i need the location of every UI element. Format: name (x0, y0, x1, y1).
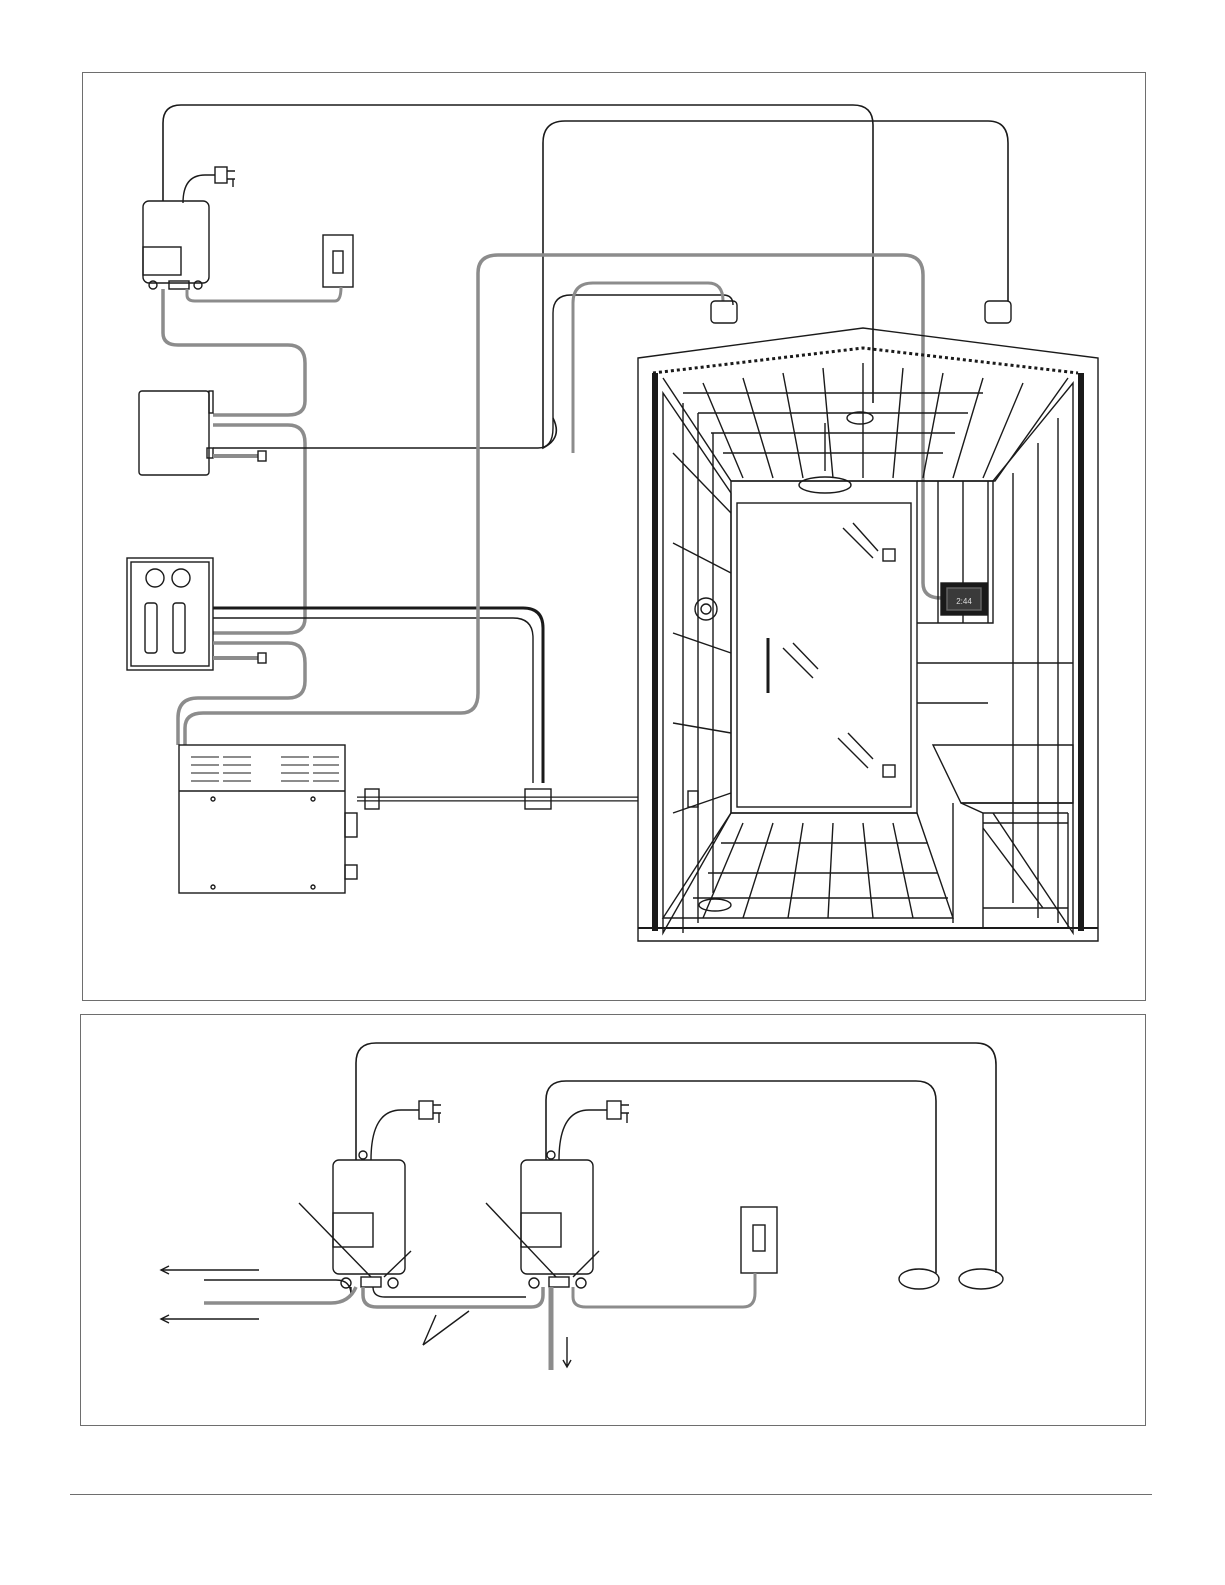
cable-generator-to-display (185, 255, 941, 745)
cable-to-generator (204, 1280, 351, 1295)
system-diagram: 2:44 (83, 73, 1145, 1000)
steam-head-left (899, 1269, 939, 1289)
power-supply-unit (143, 201, 209, 289)
steam-generator (179, 745, 357, 893)
cable-loop-outer (356, 1043, 996, 1273)
plug-icon (559, 1101, 629, 1160)
footer-rule (70, 1494, 1152, 1495)
wall-switch (323, 235, 353, 287)
arrow-down-icon (563, 1337, 571, 1367)
switch-cable (573, 1273, 755, 1307)
bench (933, 745, 1073, 803)
interconnect-cable-2 (373, 1287, 526, 1297)
cable-gray-out (204, 1287, 356, 1303)
floor-drain (699, 899, 731, 911)
plug-icon (371, 1101, 441, 1160)
cable-ps-to-controller (163, 289, 305, 415)
switch-cable (187, 287, 341, 301)
steam-head-right (959, 1269, 1003, 1289)
cable-to-steamhead-1 (573, 283, 723, 453)
essence-pump-unit (127, 558, 213, 670)
wall-switch (741, 1207, 777, 1273)
door-hinge (883, 765, 895, 777)
leader-arrow (384, 1251, 411, 1277)
steam-head-right (985, 301, 1011, 323)
control-module (139, 391, 213, 475)
light-fixture (847, 412, 873, 424)
leader-arrow (299, 1203, 371, 1277)
display-clock: 2:44 (956, 597, 972, 606)
shower-enclosure (638, 328, 1098, 941)
leader-arrow (573, 1251, 599, 1277)
plug-icon (183, 167, 235, 203)
wiring-diagram (81, 1015, 1145, 1425)
plug-icon (258, 451, 266, 461)
plug-icon (258, 653, 266, 663)
rain-showerhead (799, 477, 851, 493)
door-hinge (883, 549, 895, 561)
system-layout-panel: 2:44 (82, 72, 1146, 1001)
power-supply-wiring-panel (80, 1014, 1146, 1426)
